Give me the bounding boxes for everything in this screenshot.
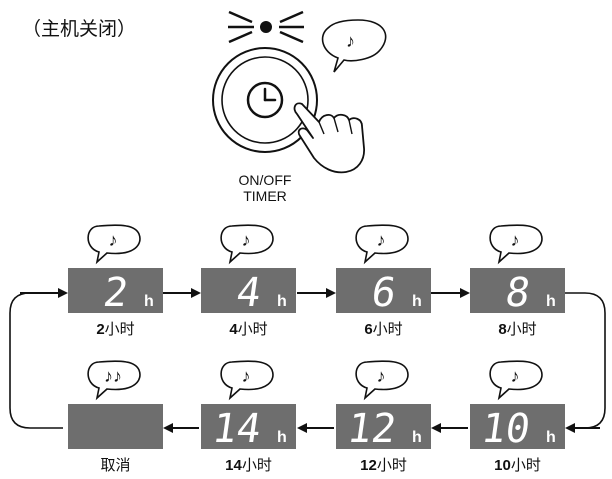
indicator-light-icon: [228, 10, 304, 44]
timer-display: [68, 404, 163, 449]
display-unit: h: [412, 429, 422, 446]
on-off-timer-button[interactable]: ON/OFF TIMER: [212, 47, 365, 204]
step-label-text: 小时: [105, 321, 135, 338]
step-label-hours: 14: [225, 457, 242, 474]
pressing-finger-icon: [293, 102, 365, 174]
display-unit: h: [546, 429, 556, 446]
cycle-connectors: [9, 292, 606, 429]
beep-bubble-icon: [355, 360, 409, 401]
beep-bubble-icon: ♪: [321, 19, 387, 73]
timer-display: [336, 268, 431, 313]
beep-bubble-icon: [220, 224, 274, 265]
step-label: 12小时: [360, 457, 407, 474]
timer-display: [201, 404, 296, 449]
timer-display: [470, 404, 565, 449]
timer-step: ♪ 4 h 4小时: [201, 224, 296, 338]
step-label-text: 小时: [507, 321, 537, 338]
step-label-hours: 8: [498, 321, 506, 338]
step-label-hours: 6: [364, 321, 372, 338]
clock-icon: [246, 81, 284, 119]
display-unit: h: [277, 293, 287, 310]
step-label-text: 取消: [100, 457, 130, 474]
step-label: 4小时: [229, 321, 267, 338]
timer-step: ♪ 2 h 2小时: [68, 224, 163, 338]
right-return-line: [565, 292, 606, 429]
step-label: 2小时: [96, 321, 134, 338]
timer-step: ♪ 6 h 6小时: [336, 224, 431, 338]
beep-bubble-icon: [489, 360, 543, 401]
step-label-text: 小时: [373, 321, 403, 338]
beep-bubble-icon: [220, 360, 274, 401]
beep-bubble-icon: [355, 224, 409, 265]
step-label-text: 小时: [238, 321, 268, 338]
step-label-hours: 12: [360, 457, 377, 474]
step-label: 14小时: [225, 457, 272, 474]
timer-display: [201, 268, 296, 313]
display-digits: 14: [209, 406, 264, 452]
beep-note: ♪: [511, 230, 520, 250]
beep-note: ♪: [346, 31, 355, 51]
timer-display: [470, 268, 565, 313]
step-label-text: 小时: [377, 457, 407, 474]
beep-note: ♪: [242, 230, 251, 250]
display-unit: h: [412, 293, 422, 310]
beep-bubble-icon: [87, 224, 141, 265]
display-unit: h: [144, 293, 154, 310]
step-label-hours: 4: [229, 321, 238, 338]
beep-bubble-icon: [489, 224, 543, 265]
beep-note: ♪: [377, 366, 386, 386]
timer-step: ♪♪ 取消: [68, 360, 163, 474]
display-digits: 12: [344, 406, 399, 452]
beep-note: ♪: [109, 230, 118, 250]
button-label-line2: TIMER: [243, 188, 287, 204]
beep-note: ♪: [242, 366, 251, 386]
beep-note: ♪: [511, 366, 520, 386]
step-label-hours: 10: [494, 457, 511, 474]
step-label: 6小时: [364, 321, 402, 338]
left-return-line: [9, 292, 63, 429]
beep-bubble-icon: [87, 360, 141, 401]
step-label: 取消: [100, 457, 130, 474]
display-unit: h: [546, 293, 556, 310]
display-digits: 10: [478, 406, 533, 452]
timer-display: [68, 268, 163, 313]
step-label-text: 小时: [242, 457, 272, 474]
step-label-text: 小时: [511, 457, 541, 474]
timer-display: [336, 404, 431, 449]
step-label: 10小时: [494, 457, 541, 474]
button-label-line1: ON/OFF: [239, 172, 292, 188]
beep-note: ♪: [377, 230, 386, 250]
step-label-hours: 2: [96, 321, 104, 338]
step-label: 8小时: [498, 321, 536, 338]
unit-off-status-text: （主机关闭）: [22, 18, 136, 40]
beep-note: ♪♪: [104, 366, 122, 386]
display-unit: h: [277, 429, 287, 446]
timer-step: ♪ 8 h 8小时: [470, 224, 565, 338]
